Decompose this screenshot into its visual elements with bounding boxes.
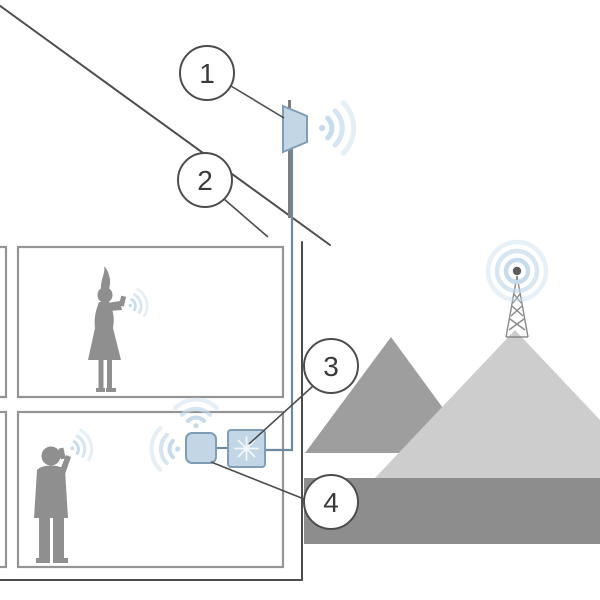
tower-signal-rings-icon (485, 239, 549, 303)
outdoor-antenna-signal-icon (319, 103, 354, 153)
callout-2: 2 (177, 152, 269, 238)
tower-antenna-dot (512, 266, 522, 276)
callout-4: 4 (210, 461, 359, 530)
callout-1-label: 1 (199, 58, 215, 89)
callout-4-label: 4 (323, 487, 339, 518)
booster-burst-icon (234, 436, 259, 461)
callout-3: 3 (248, 338, 359, 445)
outdoor-antenna (282, 104, 308, 154)
indoor-antenna (185, 432, 217, 464)
room-left-upper-cut (0, 245, 8, 399)
callout-2-label: 2 (197, 165, 213, 196)
mountain-far (375, 330, 600, 478)
woman-silhouette (88, 266, 127, 392)
man-silhouette (34, 446, 71, 563)
roof-line (0, 4, 331, 246)
cell-tower (485, 239, 549, 338)
room-left-lower-cut (0, 410, 8, 569)
callout-3-label: 3 (323, 351, 339, 382)
landscape (304, 239, 600, 544)
callout-1: 1 (179, 45, 285, 119)
room-upper (16, 245, 285, 399)
coax-cable (265, 146, 294, 452)
signal-booster (227, 429, 266, 468)
